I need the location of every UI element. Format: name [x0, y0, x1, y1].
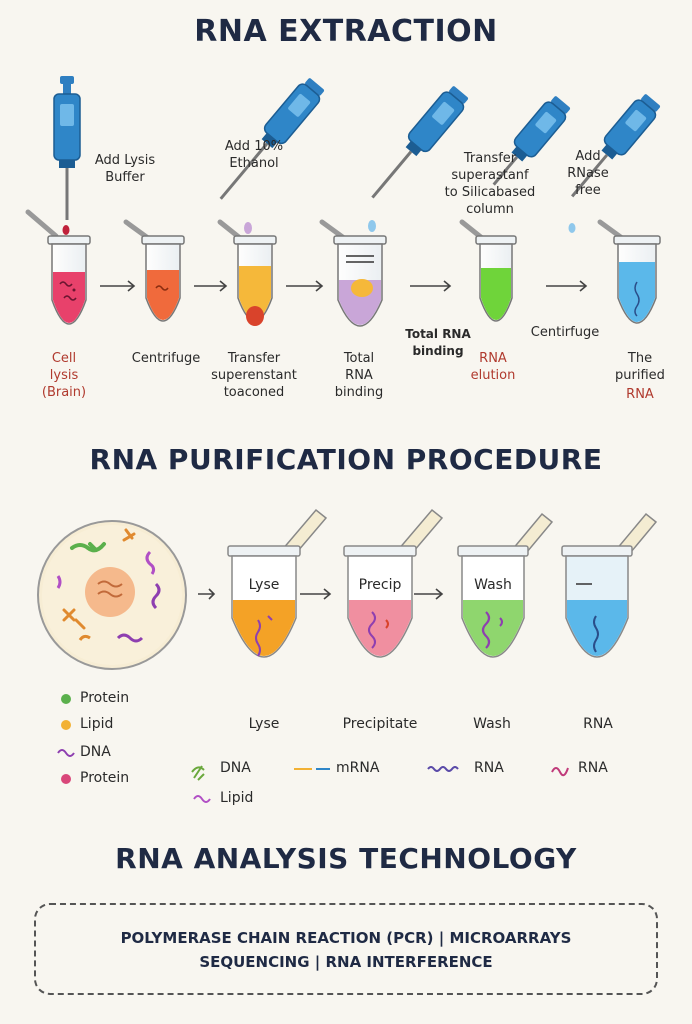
legend-label-dna: DNA — [80, 744, 111, 760]
step-purified-rna: RNA — [626, 387, 654, 402]
tube-label-wash: Wash — [474, 577, 512, 593]
caption-wash: Wash — [473, 716, 511, 732]
annotation-add-lysis-buffer: Add Lysis Buffer — [94, 153, 156, 185]
title-rna-extraction: RNA EXTRACTION — [194, 14, 498, 49]
legend-label-protein-2: Protein — [80, 770, 130, 786]
analysis-box — [34, 903, 658, 995]
annotation-rnase-free: Add RNase free — [567, 149, 609, 198]
analysis-line-1: POLYMERASE CHAIN REACTION (PCR) | MICROA… — [120, 929, 572, 947]
caption-lyse: Lyse — [248, 716, 280, 732]
key-rna-icon — [427, 766, 459, 772]
pipette-icon — [571, 94, 660, 198]
tube-cell-lysis — [25, 209, 91, 325]
tube-transfer — [217, 219, 277, 326]
legend-label-protein: Protein — [80, 690, 130, 706]
tube-label-precip: Precip — [358, 577, 402, 593]
analysis-line-2: SEQUENCING | RNA INTERFERENCE — [199, 953, 493, 971]
key-label-mrna: mRNA — [336, 760, 380, 776]
step-rna-elution: RNA elution — [470, 351, 516, 383]
tube-purified-rna — [597, 219, 661, 324]
legend-label-lipid: Lipid — [80, 716, 114, 732]
key-label-dna: DNA — [220, 760, 251, 776]
extraction-diagram — [25, 76, 661, 327]
title-rna-purification: RNA PURIFICATION PROCEDURE — [89, 443, 603, 476]
pipette-icon — [53, 76, 81, 235]
pipette-icon — [371, 86, 468, 199]
pipette-icon — [219, 78, 324, 200]
legend-protein-dot-icon — [61, 694, 71, 704]
step-cell-lysis: Cell lysis (Brain) — [41, 351, 87, 400]
tube-centrifuge — [123, 219, 185, 322]
annotation-transfer-column: Transfer superastanf to Silicabased colu… — [444, 151, 536, 217]
caption-rna: RNA — [583, 716, 613, 732]
tube-rna — [561, 512, 658, 658]
step-total-rna-binding-2: Total RNA binding — [405, 327, 471, 358]
step-centrifuge-2: Centirfuge — [530, 325, 600, 340]
tube-rna-elution — [459, 219, 517, 322]
cell-icon — [37, 520, 187, 670]
key-dna-icon — [191, 765, 205, 781]
key-lipid-icon — [193, 795, 211, 803]
legend-lipid-dot-icon — [61, 720, 71, 730]
title-rna-analysis: RNA ANALYSIS TECHNOLOGY — [115, 842, 577, 875]
key-label-rna: RNA — [474, 760, 504, 776]
legend-protein-dot-icon — [61, 774, 71, 784]
step-total-rna-binding: Total RNA binding — [334, 351, 384, 400]
arrow-icon — [100, 280, 588, 292]
legend-dna-squiggle-icon — [57, 749, 75, 757]
pipette-icon — [492, 96, 570, 186]
tube-label-lyse: Lyse — [248, 577, 280, 593]
step-transfer: Transfer superenstant toaconed — [211, 351, 297, 400]
caption-precipitate: Precipitate — [342, 716, 418, 732]
key-rna-icon — [551, 767, 569, 777]
key-label-rna-2: RNA — [578, 760, 608, 776]
step-purified: The purified — [615, 351, 665, 383]
key-label-lipid: Lipid — [220, 790, 254, 806]
tube-total-rna-binding — [319, 219, 387, 327]
annotation-add-ethanol: Add 10% Ethanol — [224, 139, 284, 171]
step-centrifuge: Centrifuge — [131, 351, 201, 366]
